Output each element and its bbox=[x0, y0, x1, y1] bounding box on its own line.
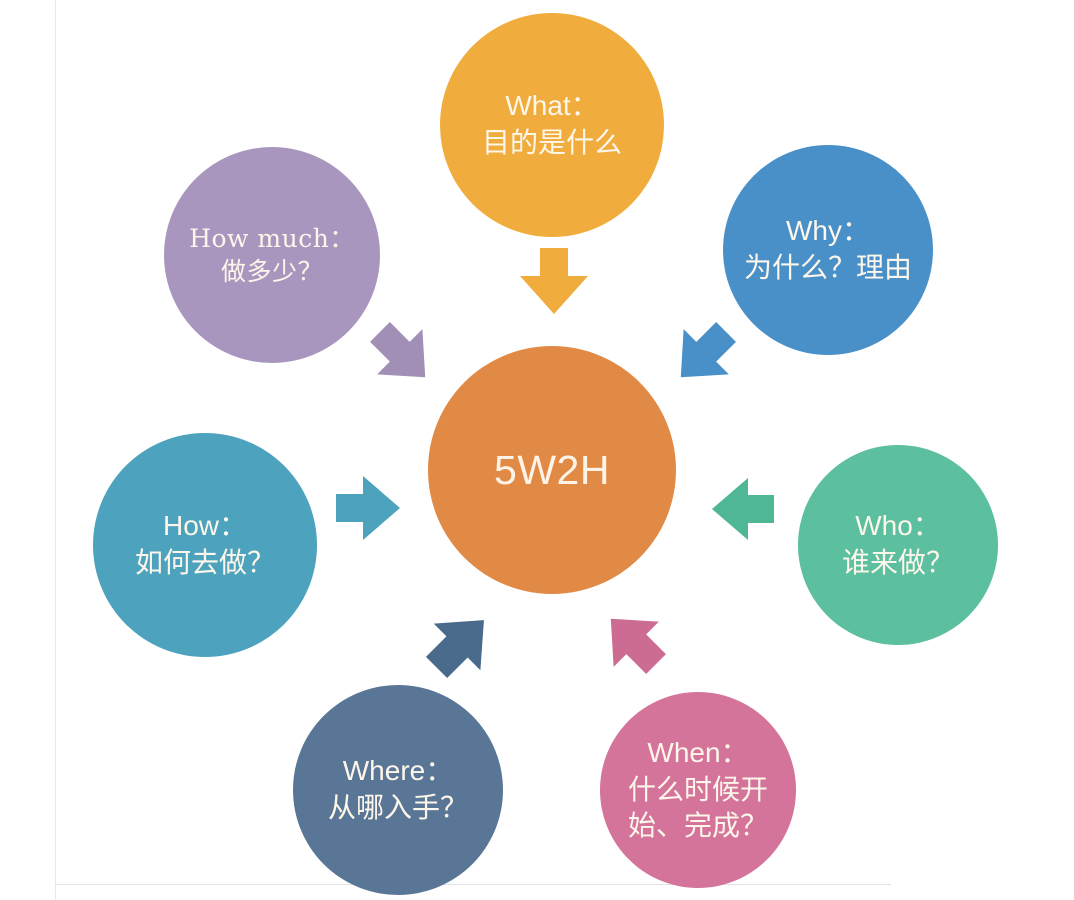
node-where-label: Where： 从哪入手？ bbox=[327, 755, 468, 823]
arrow-how-to-center bbox=[334, 472, 406, 544]
arrow-when-to-center bbox=[596, 604, 668, 676]
arrow-down-shape bbox=[520, 248, 588, 314]
left-margin-rule bbox=[55, 0, 56, 900]
node-what[interactable]: What： 目的是什么 bbox=[440, 13, 664, 237]
arrow-up-left-shape bbox=[610, 618, 666, 674]
arrow-down-right-shape bbox=[370, 322, 426, 378]
node-who-label: Who： 谁来做？ bbox=[841, 510, 954, 578]
node-who[interactable]: Who： 谁来做？ bbox=[798, 445, 998, 645]
node-how-much[interactable]: How much： 做多少？ bbox=[164, 147, 380, 363]
arrow-why-to-center bbox=[666, 320, 738, 392]
node-how-much-label: How much： 做多少？ bbox=[189, 224, 355, 286]
node-when-label: When： 什么时候开 始、完成？ bbox=[627, 736, 768, 842]
arrow-howmuch-to-center bbox=[368, 320, 440, 392]
arrow-up-right-shape bbox=[425, 620, 484, 679]
node-how[interactable]: How： 如何去做？ bbox=[93, 433, 317, 657]
arrow-right-shape bbox=[336, 476, 400, 540]
node-how-label: How： 如何去做？ bbox=[134, 510, 275, 578]
arrow-where-to-center bbox=[424, 604, 500, 680]
arrow-left-shape bbox=[712, 478, 774, 540]
arrow-down-left-shape bbox=[680, 322, 736, 378]
node-when[interactable]: When： 什么时候开 始、完成？ bbox=[600, 692, 796, 888]
node-why[interactable]: Why： 为什么？理由 bbox=[723, 145, 933, 355]
node-what-label: What： 目的是什么 bbox=[481, 90, 622, 158]
bottom-divider-rule bbox=[55, 884, 891, 885]
arrow-who-to-center bbox=[706, 474, 776, 544]
arrow-what-to-center bbox=[518, 248, 590, 316]
node-why-label: Why： 为什么？理由 bbox=[743, 215, 912, 283]
node-where[interactable]: Where： 从哪入手？ bbox=[293, 685, 503, 895]
node-center-5w2h[interactable]: 5W2H bbox=[428, 346, 676, 594]
node-center-label: 5W2H bbox=[494, 446, 610, 493]
